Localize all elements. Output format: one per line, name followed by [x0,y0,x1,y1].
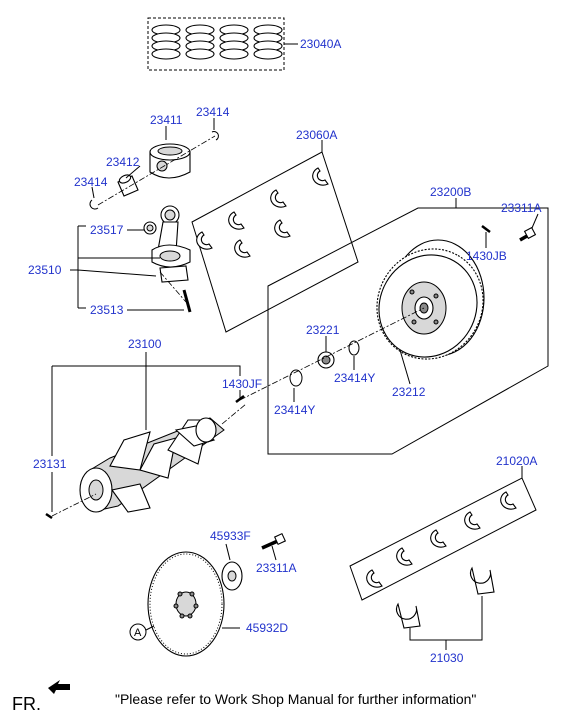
label-connecting-rod[interactable]: 23510 [28,263,62,277]
snap-ring-bearing-illustration [348,340,360,356]
front-indicator: FR. [12,694,41,714]
label-snap-ring-left[interactable]: 23414 [74,175,108,189]
label-bearing-set-upper[interactable]: 23060A [296,128,337,142]
drive-plate-illustration [147,551,225,657]
label-adapter-plate[interactable]: 45933F [210,529,251,543]
flywheel-illustration [376,239,485,360]
label-ring-gear[interactable]: 23212 [392,385,426,399]
snap-ring-left-illustration [89,199,99,210]
label-dowel-pin-flywheel[interactable]: 1430JB [466,249,507,263]
piston-ring-set-illustration [147,17,285,71]
label-rod-bolt[interactable]: 23513 [90,303,124,317]
piston-illustration [149,143,191,179]
front-arrow-icon [48,680,70,694]
dowel-pin-flywheel-illustration [481,225,491,233]
crank-key-illustration [45,493,97,520]
snap-ring-crank-illustration [289,369,303,387]
label-piston-ring-set[interactable]: 23040A [300,37,341,51]
label-snap-ring-top[interactable]: 23414 [196,105,230,119]
callout-letter: A [134,627,142,639]
label-piston[interactable]: 23411 [150,113,183,127]
thrust-bearing-illustration [395,566,495,629]
label-dowel-pin-crank[interactable]: 1430JF [222,377,262,391]
footer-note: "Please refer to Work Shop Manual for fu… [115,691,476,707]
label-bushing[interactable]: 23517 [90,223,124,237]
label-flywheel-assy[interactable]: 23200B [430,185,471,199]
label-thrust-bearing[interactable]: 21030 [430,651,464,665]
adapter-plate-illustration [221,561,243,591]
label-crank-key[interactable]: 23131 [33,457,67,471]
drive-plate-bolt-illustration [261,532,287,550]
label-drive-plate-bolt[interactable]: 23311A [256,561,296,575]
label-drive-plate[interactable]: 45932D [246,621,288,635]
label-piston-pin[interactable]: 23412 [106,155,140,169]
crankshaft-illustration [79,417,225,513]
label-pilot-bearing[interactable]: 23221 [306,323,340,337]
connecting-rod-illustration [151,205,191,283]
flywheel-bolt-illustration [519,226,537,242]
rod-bolt-illustration [159,271,192,313]
bearing-set-upper-illustration [191,151,359,333]
label-crankshaft[interactable]: 23100 [128,337,162,351]
bearing-set-main-illustration [349,477,537,601]
label-bearing-set-main[interactable]: 21020A [496,454,537,468]
center-line [239,307,425,401]
center-line [97,135,216,206]
snap-ring-top-illustration [211,131,219,141]
label-snap-ring-bearing[interactable]: 23414Y [334,371,375,385]
label-flywheel-bolt[interactable]: 23311A [501,201,541,215]
flywheel-assembly-frame [267,207,549,455]
label-snap-ring-crank[interactable]: 23414Y [274,403,315,417]
dowel-pin-crank-illustration [235,395,245,403]
callout-circle [129,623,147,641]
bushing-illustration [143,221,157,235]
